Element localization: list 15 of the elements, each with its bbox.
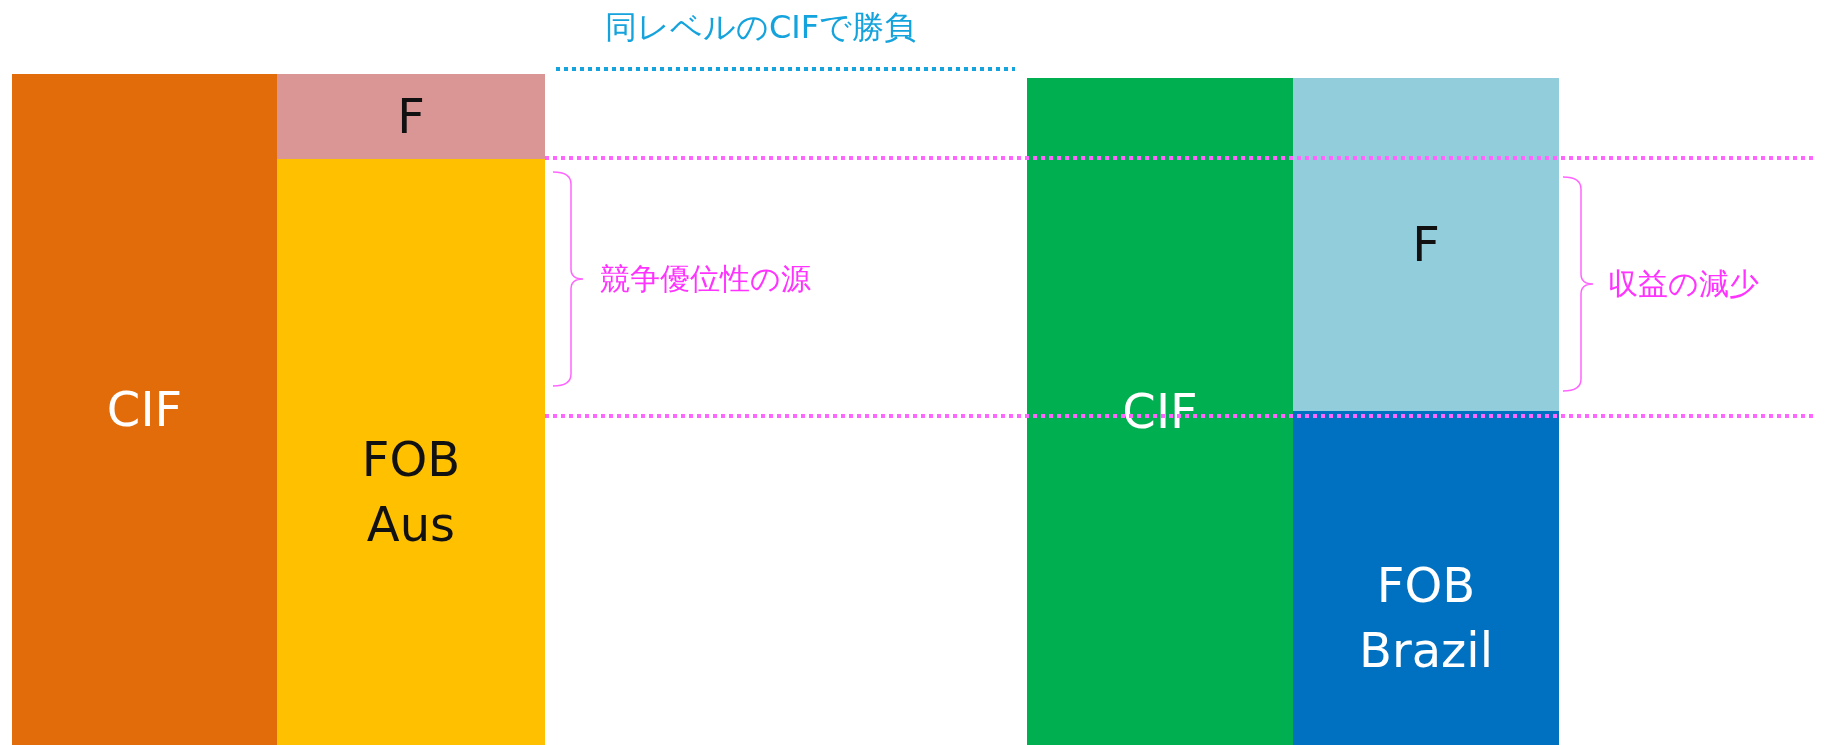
block-label: CIF bbox=[106, 380, 183, 440]
price-block bbox=[12, 74, 277, 745]
bracket-label: 収益の減少 bbox=[1608, 265, 1759, 303]
block-label: CIF bbox=[1122, 382, 1198, 442]
heading: 同レベルのCIFで勝負 bbox=[605, 7, 917, 48]
block-label: FOB Brazil bbox=[1359, 556, 1493, 680]
block-label: F bbox=[397, 87, 425, 147]
price-block bbox=[1293, 411, 1559, 745]
block-label: F bbox=[1412, 215, 1440, 275]
block-label: FOB Aus bbox=[361, 430, 461, 554]
bracket-label: 競争優位性の源 bbox=[600, 260, 811, 298]
price-block bbox=[277, 74, 545, 159]
price-block bbox=[1293, 78, 1559, 411]
price-block bbox=[1027, 78, 1293, 745]
price-block bbox=[277, 159, 545, 745]
